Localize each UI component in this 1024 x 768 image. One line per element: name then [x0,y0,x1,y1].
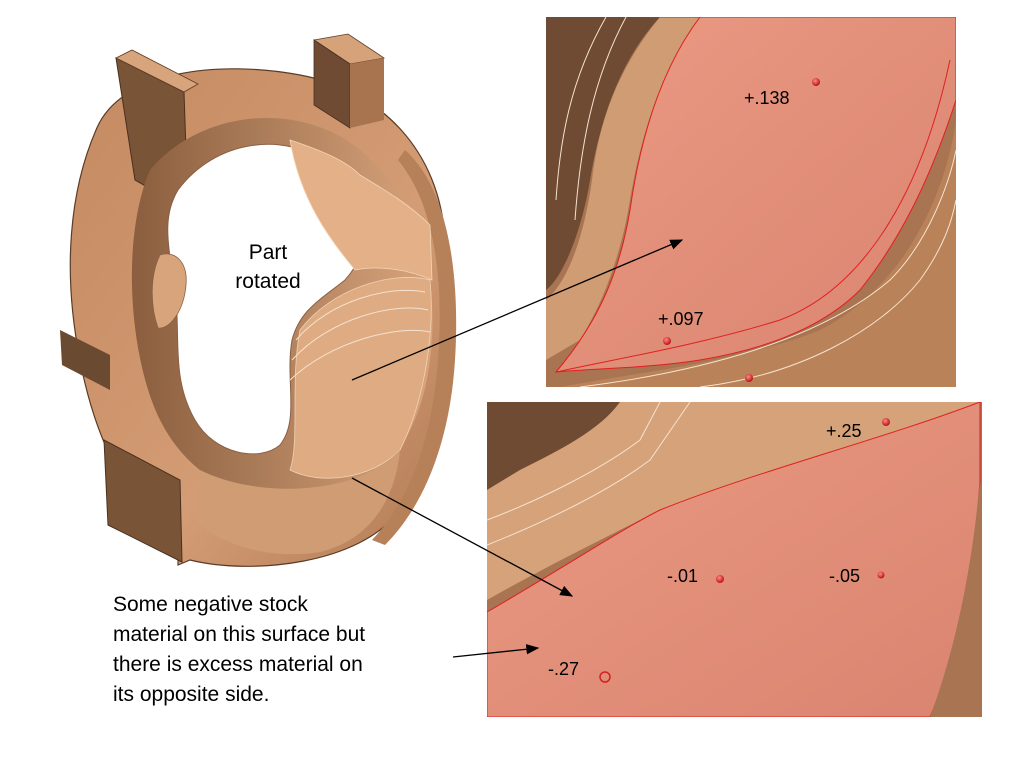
measurement-label-m5: -.05 [829,566,861,586]
measurement-label-m3: +.25 [826,421,862,441]
measurement-label-m6: -.27 [548,659,580,679]
note-line: its opposite side. [113,683,270,706]
arrow-to-bottom-panel [351,477,574,597]
note-line: Some negative stock [113,593,308,616]
point-marker-extra [745,374,753,382]
part-rotated-line2: rotated [235,270,301,293]
measurement-label-m2: +.097 [658,309,704,329]
note-line: there is excess material on [113,653,363,676]
point-marker-m2 [663,337,671,345]
note-line: material on this surface but [113,623,366,646]
top-zoom-panel [546,17,956,387]
point-marker-m1 [812,78,820,86]
arrow-from-note [452,644,540,658]
measurement-label-m1: +.138 [744,88,790,108]
note-caption: Some negative stock material on this sur… [113,590,443,710]
measurement-label-m4: -.01 [667,566,699,586]
part-rotated-label: Part rotated [212,238,324,296]
bottom-zoom-panel [487,402,982,717]
part-rotated-line1: Part [248,241,288,264]
housing-part-illustration [60,33,457,567]
point-marker-m4 [716,575,724,583]
point-marker-m3 [882,418,890,426]
point-marker-m6 [599,671,611,683]
point-marker-m5 [877,571,885,579]
arrow-to-top-panel [351,239,684,381]
